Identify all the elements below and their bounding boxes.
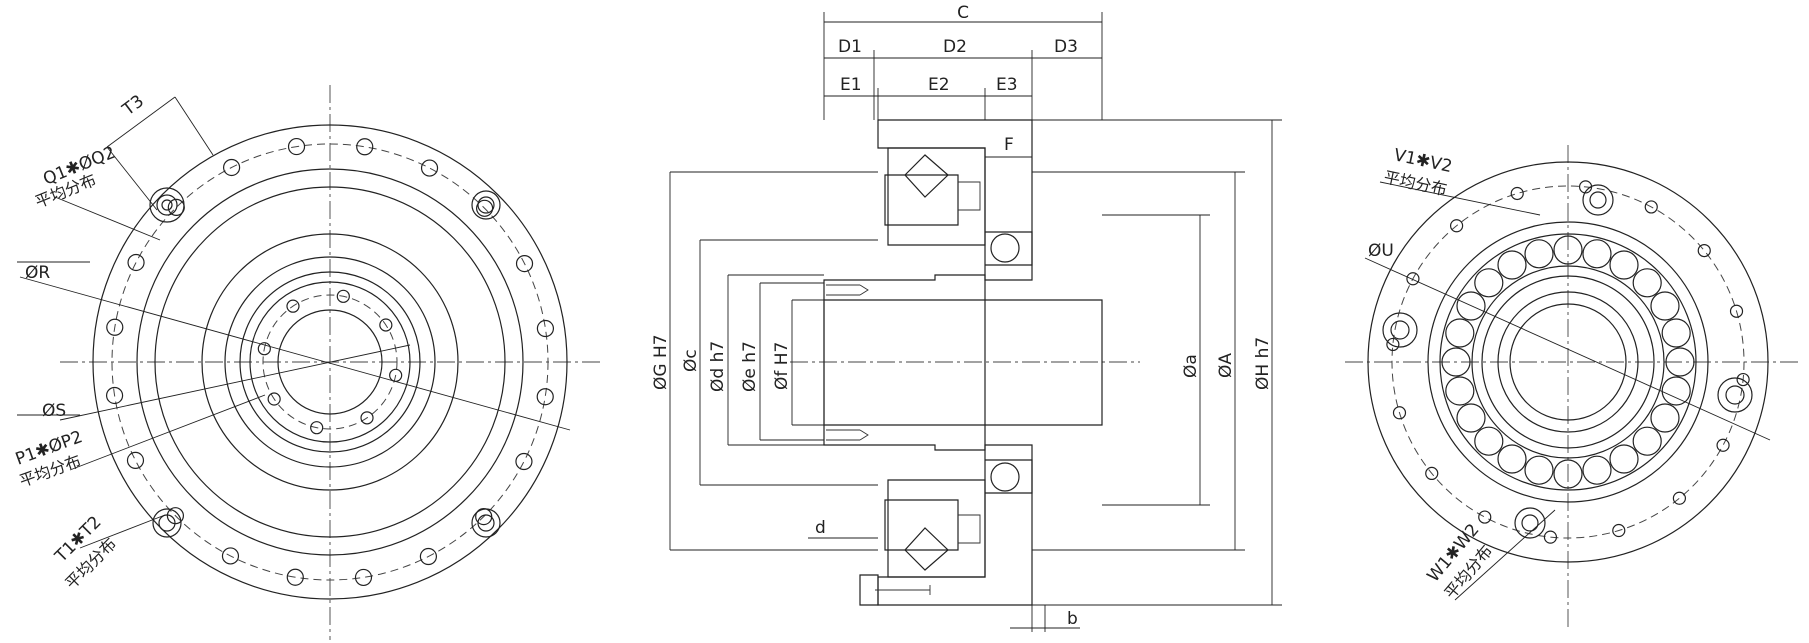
u-label: ØU [1368,241,1394,261]
roller [1474,268,1504,298]
dim-f-top: F [1004,135,1014,155]
dim-e-dia: Øe h7 [740,341,760,392]
dim-c: C [957,3,969,23]
dim-h: ØH h7 [1253,337,1273,390]
rear-hole [1697,243,1711,258]
outer-hole [515,254,534,273]
outer-hole [475,199,494,217]
inner-hole [257,342,271,356]
roller [1524,239,1554,269]
rear-hole [1736,372,1750,387]
roller [1456,291,1486,321]
dim-b: b [1067,609,1078,629]
rear-hole [1425,466,1439,481]
roller [1650,291,1680,321]
roller [1524,455,1554,485]
outer-hole [221,547,240,565]
outer-hole [536,319,555,338]
roller [1632,268,1662,298]
outer-hole [419,547,438,566]
inner-hole [379,318,393,332]
outer-hole [127,253,145,272]
rear-hole [1510,186,1524,201]
inner-hole [267,392,281,406]
dim-d2: D2 [943,37,967,57]
outer-hole [536,388,554,406]
rear-hole [1392,406,1407,420]
outer-hole [515,452,533,471]
dim-d3: D3 [1054,37,1078,57]
outer-hole [354,568,373,587]
bolt-circle-p [262,294,398,430]
rear-hole [1386,337,1400,352]
roller [1497,444,1527,474]
roller [1456,403,1486,433]
roller [1609,444,1639,474]
roller [1665,347,1695,377]
dim-e3: E3 [996,75,1018,95]
dim-d-dia: Ød h7 [708,341,728,392]
roller [1632,426,1662,456]
rear-outer-holes [1386,180,1750,544]
roller [1609,250,1639,280]
roller [1497,250,1527,280]
dim-d-small: d [815,518,826,538]
dim-a-small: Øa [1181,354,1201,378]
outer-hole [286,568,304,586]
bolt-circle-r [111,143,549,581]
rear-rollers [1441,235,1695,489]
dim-c-dia: Øc [681,349,701,372]
rear-hole [1612,523,1626,538]
roller [1661,376,1691,406]
rear-view: V1✱V2 平均分布 ØU W1✱W2 平均分布 [1345,145,1800,630]
rear-hole [1449,219,1464,233]
roller [1445,376,1475,406]
rear-hole [1644,200,1658,214]
rear-hole [1716,438,1730,452]
dim-e1: E1 [840,75,862,95]
roller [1474,426,1504,456]
outer-hole [105,386,124,405]
dim-e2: E2 [928,75,950,95]
inner-hole [286,299,300,313]
front-inner-holes [257,289,403,435]
dim-g: ØG H7 [651,334,671,390]
dim-d1: D1 [838,37,862,57]
section-view: C D1 D2 D3 E1 E2 E3 F [651,3,1282,632]
outer-hole [126,451,145,470]
outer-hole [420,159,439,177]
inner-hole [336,289,350,303]
outer-flange-circle [92,124,568,600]
rear-hole [1729,304,1744,318]
r-label: ØR [25,263,50,283]
s-label: ØS [42,401,66,421]
rear-outer-circle [1367,161,1769,563]
rear-hole [1478,510,1492,524]
outer-hole [222,158,241,177]
roller [1650,403,1680,433]
rear-hole [1543,530,1558,544]
roller [1553,235,1583,265]
rear-hole [1406,272,1420,286]
roller [1441,347,1471,377]
roller [1582,455,1612,485]
inner-hole [360,411,374,425]
roller [1661,318,1691,348]
front-view: T3 Q1✱ØQ2 平均分布 ØR ØS P1✱ØP2 平均分布 T1✱T2 平… [13,85,600,640]
roller [1445,318,1475,348]
rear-hole [1672,491,1687,505]
roller [1553,459,1583,489]
roller [1582,239,1612,269]
dim-a-big: ØA [1216,353,1236,378]
t3-label: T3 [118,91,148,120]
dim-f-dia: Øf H7 [772,342,792,390]
outer-hole [106,318,124,336]
outer-hole [287,137,306,156]
inner-hole [310,421,324,435]
outer-hole [356,138,374,156]
